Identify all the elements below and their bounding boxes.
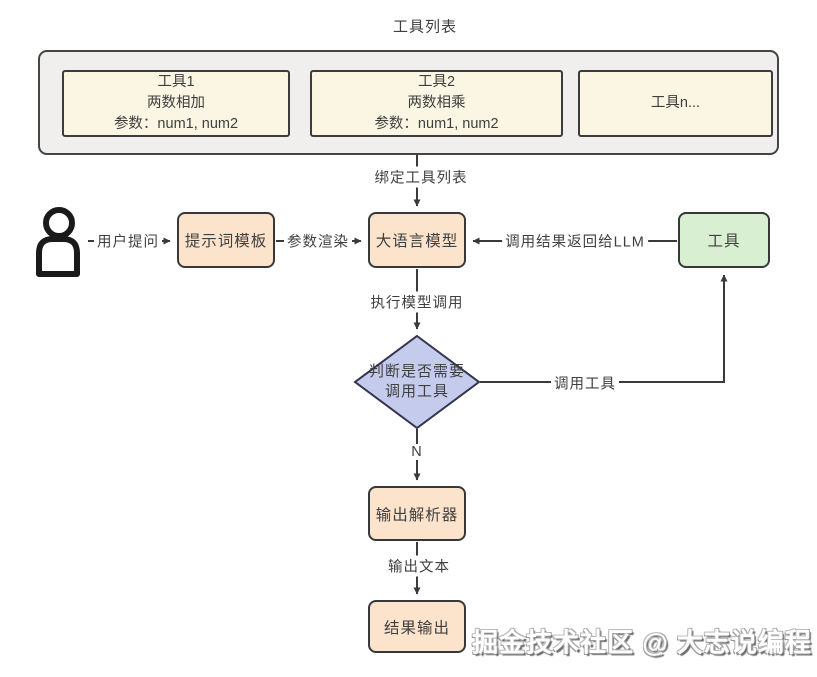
edge-label-execute-call: 执行模型调用 (367, 291, 467, 313)
node-llm: 大语言模型 (368, 212, 466, 268)
tool1-desc: 两数相加 (147, 95, 205, 111)
tool2-box: 工具2 两数相乘 参数：num1, num2 (310, 70, 563, 137)
watermark-text: 掘金技术社区 @ 大志说编程 (472, 627, 812, 658)
tool-n-box: 工具n... (578, 70, 773, 137)
edge-label-bind-tools: 绑定工具列表 (371, 166, 471, 188)
decision-diamond (353, 334, 481, 430)
node-prompt-template: 提示词模板 (177, 212, 275, 268)
decision-label: 判断是否需要 调用工具 (368, 362, 465, 400)
arrow-call-tool (480, 274, 728, 383)
node-output-parser: 输出解析器 (368, 486, 466, 541)
edge-label-user-question: 用户提问 (94, 230, 162, 252)
node-tool: 工具 (678, 212, 770, 268)
tool2-desc: 两数相乘 (407, 95, 466, 111)
tool-n-name: 工具n... (650, 94, 701, 111)
tool1-box: 工具1 两数相加 参数：num1, num2 (62, 70, 290, 137)
edge-label-call-result: 调用结果返回给LLM (502, 230, 648, 252)
edge-label-branch-no: N (408, 444, 426, 460)
edge-label-param-render: 参数渲染 (284, 230, 352, 252)
edge-label-call-tool: 调用工具 (551, 372, 619, 394)
diagram-title: 工具列表 (392, 18, 458, 36)
user-person-icon (32, 206, 84, 278)
tool1-params: 参数：num1, num2 (113, 116, 239, 133)
edge-label-output-text: 输出文本 (385, 555, 453, 577)
tool1-name: 工具1 (157, 73, 195, 90)
tool2-name: 工具2 (417, 73, 456, 90)
tool2-params: 参数：num1, num2 (374, 116, 499, 133)
node-result-output: 结果输出 (368, 600, 466, 653)
